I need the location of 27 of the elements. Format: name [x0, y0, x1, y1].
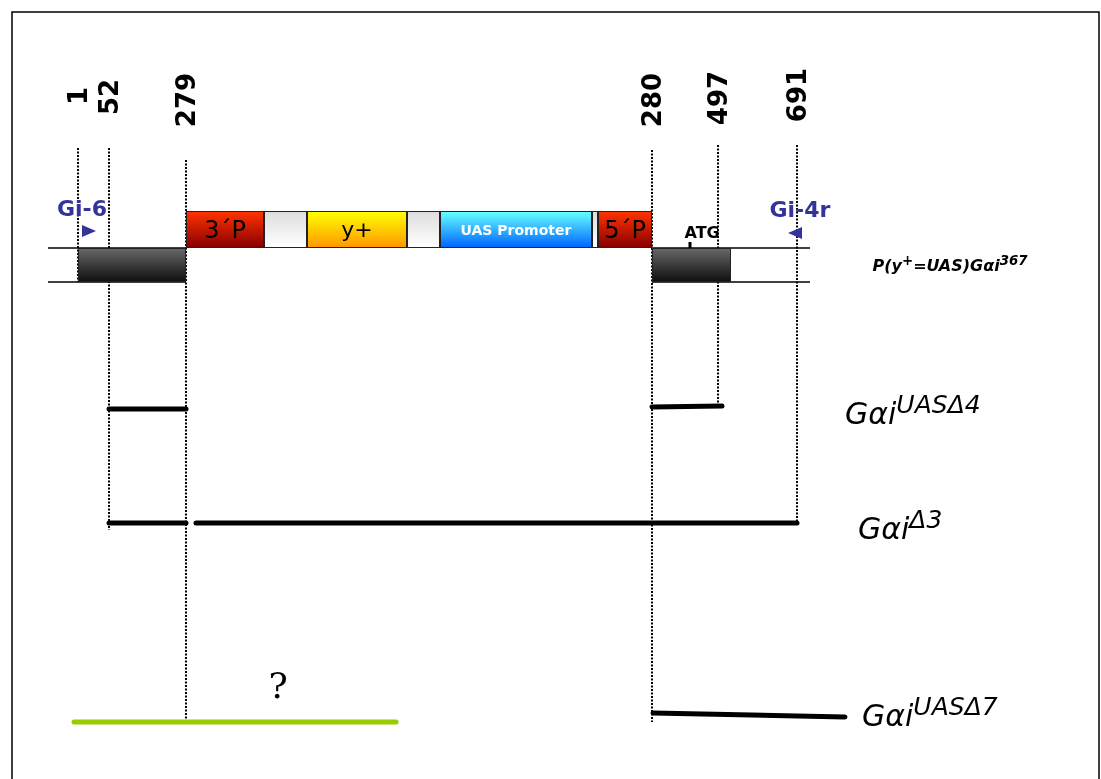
position-number: 691: [784, 67, 811, 123]
exon-block: [78, 248, 186, 282]
position-number: 52: [96, 78, 123, 116]
spacer-segment: [264, 211, 307, 248]
start-codon-label: ATG: [684, 225, 720, 241]
allele-name: Gαi$^{UASΔ7}$: [862, 693, 998, 731]
position-number: 1: [65, 86, 92, 106]
question-mark: ?: [268, 668, 288, 704]
primer-label: Gi-4r: [769, 199, 831, 221]
construct-name: P(y$^{+}$=UAS)Gαi$^{367}$: [872, 254, 1028, 275]
allele-name: Gαi$^{Δ3}$: [858, 506, 943, 544]
segment-label: 5´P: [604, 215, 646, 244]
segment-label: 3´P: [204, 215, 246, 244]
allele-name: Gαi$^{UASΔ4}$: [845, 391, 981, 429]
promoter-segment: [440, 211, 592, 248]
segment-label: y+: [341, 217, 373, 242]
position-number: 279: [173, 72, 200, 128]
position-number: 497: [705, 70, 732, 126]
primer-label: Gi-6: [57, 198, 108, 220]
segment-label: UAS Promoter: [460, 221, 572, 238]
exon-block: [652, 248, 731, 282]
p-element-end-segment: [186, 211, 264, 248]
spacer-segment: [407, 211, 440, 248]
p-element-end-segment: [598, 211, 652, 248]
marker-gene-segment: [307, 211, 407, 248]
position-number: 280: [639, 72, 666, 128]
spacer-segment: [592, 211, 598, 248]
